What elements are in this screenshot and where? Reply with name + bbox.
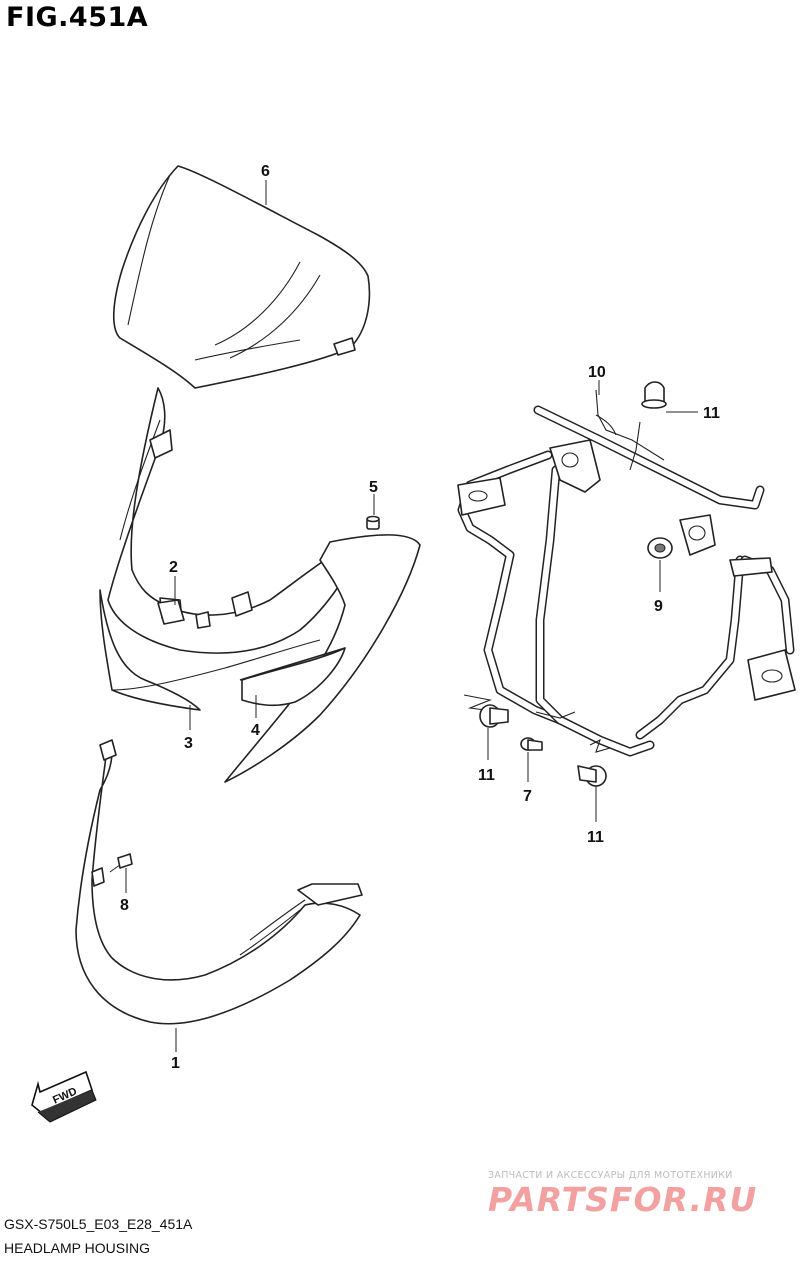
leader-lines (125, 180, 600, 1052)
part-1-lower-cowl[interactable] (75, 739, 363, 1025)
part-4-side-panel[interactable] (224, 534, 421, 783)
part-9-grommet[interactable] (647, 537, 673, 592)
section-name: HEADLAMP HOUSING (4, 1240, 150, 1256)
headlamp-bracket-frame[interactable] (457, 405, 796, 757)
callout-7: 7 (523, 788, 532, 805)
callout-1: 1 (171, 1055, 180, 1072)
model-code: GSX-S750L5_E03_E28_451A (4, 1216, 193, 1232)
figure-title: FIG.451A (6, 2, 149, 33)
callout-11-top: 11 (703, 405, 720, 422)
fwd-arrow-icon: FWD (31, 1070, 97, 1123)
part-5-grommet[interactable] (366, 515, 380, 530)
callout-8: 8 (120, 897, 129, 914)
callout-5: 5 (369, 479, 378, 496)
callout-11-left: 11 (478, 767, 495, 784)
part-11-push-rivet-left[interactable] (479, 704, 509, 760)
part-7-bolt[interactable] (520, 737, 543, 782)
watermark-brand: PARTSFOR.RU (488, 1180, 758, 1219)
callout-10: 10 (588, 364, 606, 381)
part-11-push-rivet-bottom[interactable] (577, 765, 607, 822)
callout-11-bottom: 11 (587, 829, 604, 846)
part-8-screw[interactable] (109, 853, 133, 873)
callout-2: 2 (169, 559, 178, 576)
part-2-bracket[interactable] (157, 599, 211, 629)
watermark-tagline: ЗАПЧАСТИ И АКСЕССУАРЫ ДЛЯ МОТОТЕХНИКИ (488, 1170, 733, 1181)
callout-9: 9 (654, 598, 663, 615)
part-6-windscreen[interactable] (112, 165, 371, 389)
part-10-wire-clip[interactable] (595, 389, 665, 471)
callout-4: 4 (251, 722, 260, 739)
callout-6: 6 (261, 163, 270, 180)
callout-3: 3 (184, 735, 193, 752)
part-11-push-rivet-top[interactable] (641, 381, 698, 413)
